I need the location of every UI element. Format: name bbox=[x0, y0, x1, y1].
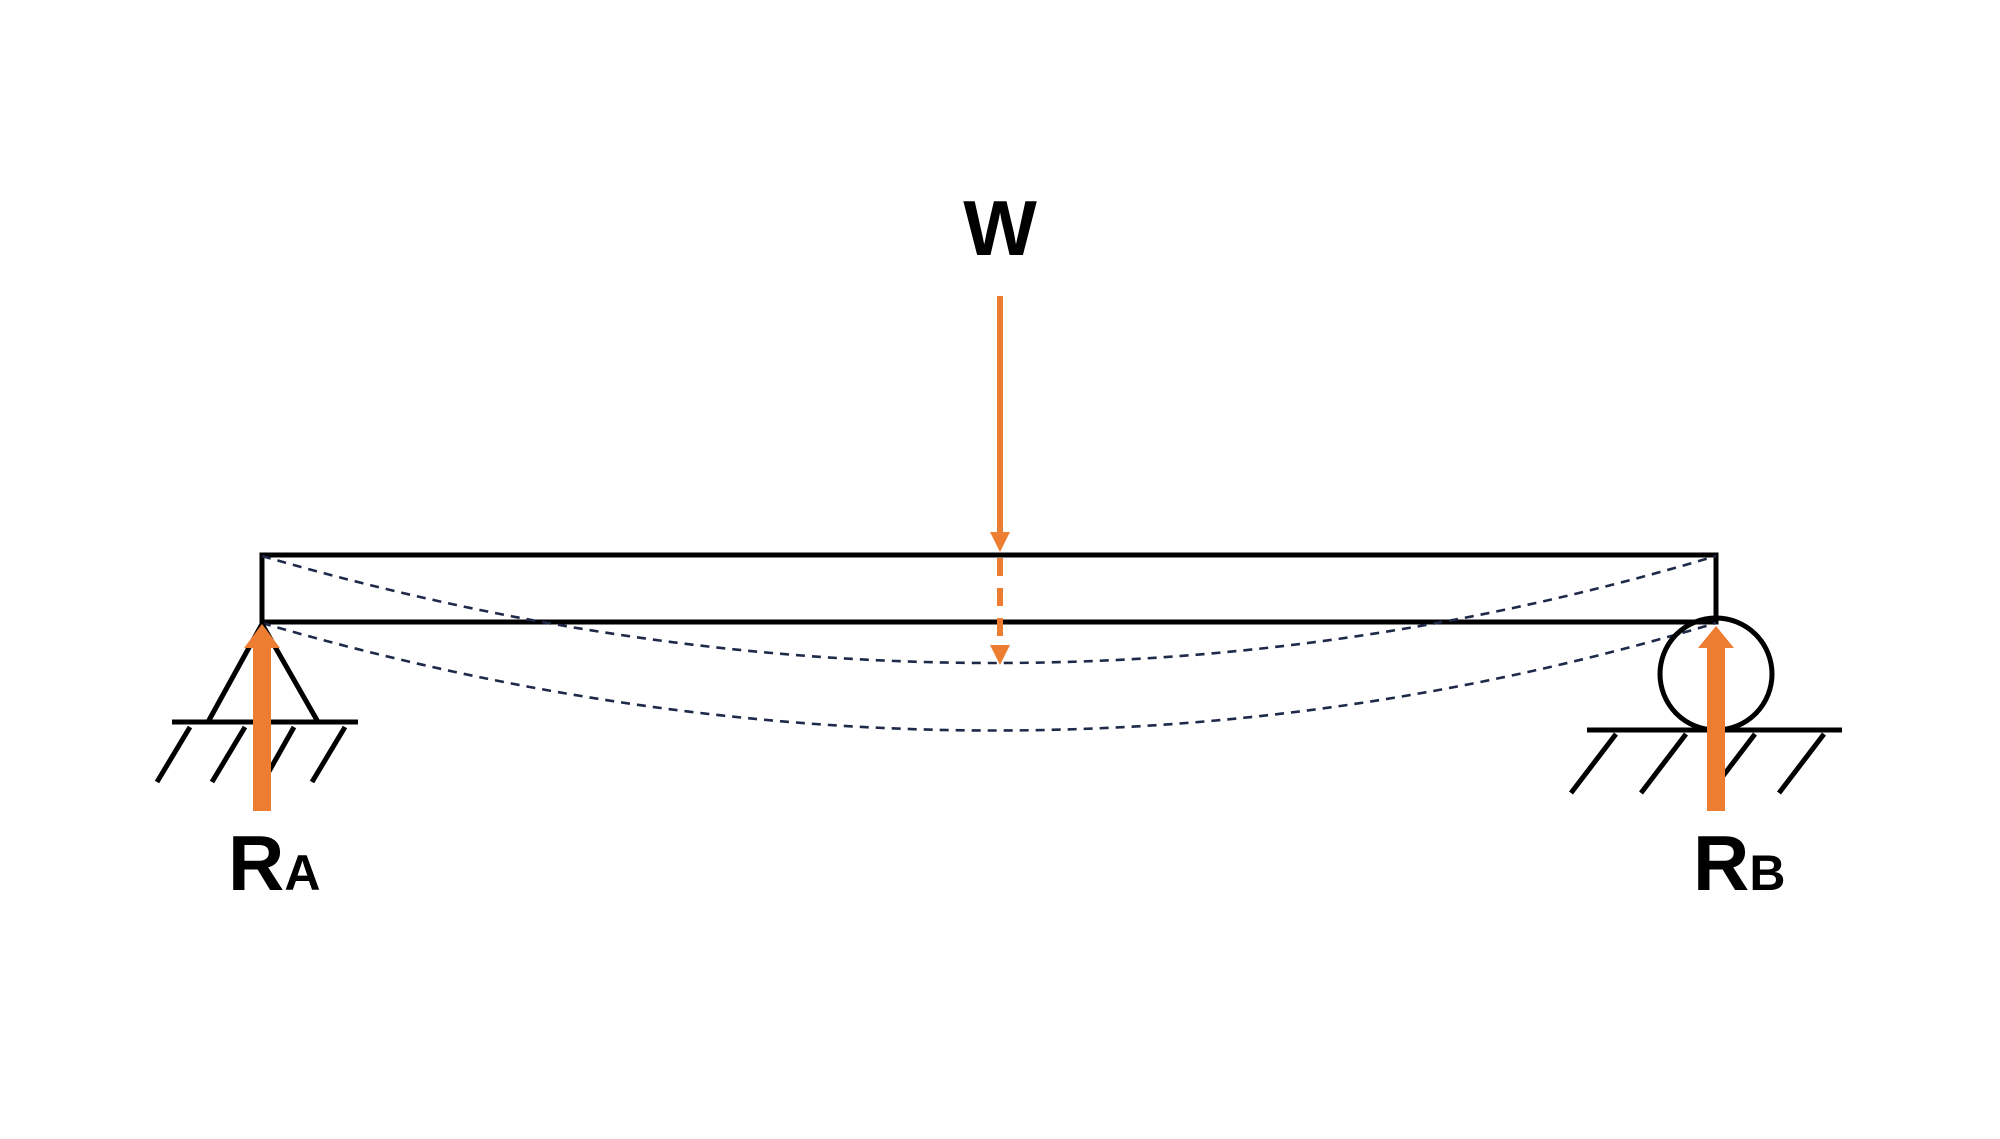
reaction-arrow-a bbox=[244, 624, 280, 811]
ground-hatch-b bbox=[1569, 732, 1826, 795]
reaction-b-label: RB bbox=[1693, 819, 1785, 907]
beam bbox=[259, 552, 1719, 625]
deflection-arrow bbox=[990, 558, 1010, 665]
reaction-b-main: R bbox=[1693, 819, 1749, 907]
ground-hatch-a bbox=[154, 725, 348, 784]
reaction-a-main: R bbox=[228, 819, 284, 907]
reaction-b-subscript: B bbox=[1749, 845, 1785, 901]
load-label: W bbox=[963, 184, 1037, 272]
reaction-arrow-b bbox=[1698, 626, 1734, 811]
deflected-bottom-edge bbox=[261, 621, 1717, 732]
deflected-top-edge bbox=[261, 554, 1717, 665]
load-arrow bbox=[990, 296, 1010, 552]
reaction-a-label: RA bbox=[228, 819, 320, 907]
reaction-a-subscript: A bbox=[284, 845, 320, 901]
deflected-shape bbox=[261, 554, 1717, 732]
